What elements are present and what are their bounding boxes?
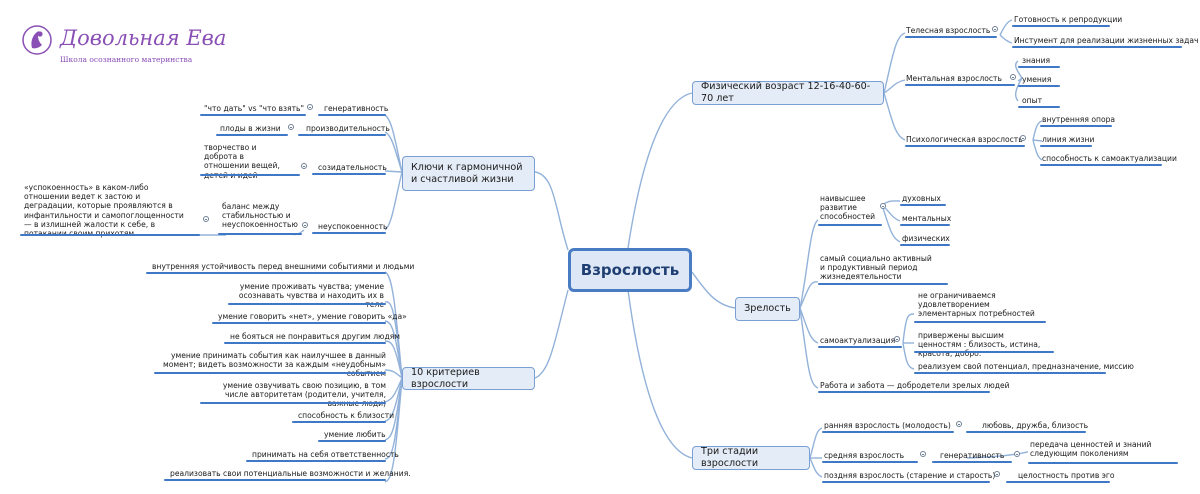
node-psych-adulthood[interactable]: Психологическая взрослость (906, 135, 1023, 144)
branch-maturity[interactable]: Зрелость (735, 297, 800, 321)
collapse-icon[interactable] (1014, 451, 1020, 457)
collapse-icon[interactable] (992, 26, 998, 32)
node-mental-adulthood[interactable]: Ментальная взрослость (906, 74, 1002, 83)
leaf-knowledge[interactable]: знания (1022, 56, 1051, 65)
leaf-skills[interactable]: умения (1022, 75, 1052, 84)
leaf-instrument[interactable]: Инстумент для реализации жизненных задач (1014, 36, 1199, 45)
leaf-life-line[interactable]: линия жизни (1042, 135, 1095, 144)
criterion-2[interactable]: умение проживать чувства; умение осознав… (238, 282, 384, 309)
branch-three-stages[interactable]: Три стадии взрослости (692, 446, 810, 470)
criterion-6[interactable]: умение озвучивать свою позицию, в том чи… (222, 381, 386, 408)
branch-maturity-label: Зрелость (744, 303, 791, 314)
collapse-icon[interactable] (203, 216, 209, 222)
branch-physical-age[interactable]: Физический возраст 12-16-40-60-70 лет (692, 81, 884, 105)
collapse-icon[interactable] (1020, 135, 1026, 141)
collapse-icon[interactable] (956, 421, 962, 427)
criterion-3[interactable]: умение говорить «нет», умение говорить «… (218, 312, 407, 321)
node-early-adulthood[interactable]: ранняя взрослость (молодость) (824, 421, 951, 430)
criterion-7[interactable]: способность к близости (298, 411, 395, 420)
collapse-icon[interactable] (880, 203, 886, 209)
leaf-balance[interactable]: баланс между стабильностью и неуспокоенн… (222, 202, 298, 230)
leaf-not-limited[interactable]: не ограничиваемся удовлетворением элемен… (918, 291, 1035, 319)
collapse-icon[interactable] (894, 336, 900, 342)
leaf-integrity[interactable]: целостность против эго (1018, 471, 1115, 480)
leaf-life-fruits[interactable]: плоды в жизни (220, 124, 281, 133)
collapse-icon[interactable] (994, 471, 1000, 477)
center-node[interactable]: Взрослость (568, 248, 692, 292)
collapse-icon[interactable] (302, 222, 308, 228)
collapse-icon[interactable] (301, 163, 307, 169)
criterion-5[interactable]: умение принимать события как наилучшее в… (163, 351, 386, 378)
collapse-icon[interactable] (288, 124, 294, 130)
node-active-period[interactable]: самый социально активный и продуктивный … (820, 254, 932, 282)
collapse-icon[interactable] (920, 451, 926, 457)
node-body-adulthood[interactable]: Телесная взрослость (906, 26, 991, 35)
branch-keys-label: Ключи к гармоничной и счастливой жизни (411, 161, 523, 185)
node-restlessness[interactable]: неуспокоенность (318, 222, 388, 231)
branch-criteria-label: 10 критериев взрослости (411, 366, 480, 390)
node-self-actualization[interactable]: самоактуализация (820, 336, 896, 345)
leaf-mental[interactable]: ментальных (902, 214, 952, 223)
note-complacency[interactable]: «успокоенность» в каком-либо отношении в… (24, 183, 184, 238)
criterion-8[interactable]: умение любить (324, 430, 386, 439)
branch-keys[interactable]: Ключи к гармоничной и счастливой жизни (402, 156, 535, 191)
leaf-love-friendship[interactable]: любовь, дружба, близость (982, 421, 1089, 430)
criterion-4[interactable]: не бояться не понравиться другим людям (230, 332, 400, 341)
branch-criteria[interactable]: 10 критериев взрослости (402, 367, 535, 390)
node-generativity[interactable]: генеративность (940, 451, 1005, 460)
branch-physical-age-label: Физический возраст 12-16-40-60-70 лет (701, 81, 871, 104)
leaf-inner-support[interactable]: внутренняя опора (1042, 115, 1116, 124)
leaf-self-actualization[interactable]: способность к самоактуализации (1042, 154, 1177, 163)
node-highest-development[interactable]: наивысшее развитие способностей (820, 194, 876, 222)
brand-name: Довольная Ева (60, 26, 227, 50)
leaf-experience[interactable]: опыт (1022, 96, 1043, 105)
criterion-1[interactable]: внутренняя устойчивость перед внешними с… (152, 262, 415, 271)
collapse-icon[interactable] (1010, 74, 1016, 80)
leaf-reproduction[interactable]: Готовность к репродукции (1014, 15, 1123, 24)
leaf-spiritual[interactable]: духовных (902, 194, 941, 203)
criterion-10[interactable]: реализовать свои потенциальные возможнос… (170, 469, 411, 478)
brand-tagline: Школа осознанного материнства (60, 55, 193, 64)
leaf-value-transfer[interactable]: передача ценностей и знаний следующим по… (1030, 440, 1152, 459)
node-work-care[interactable]: Работа и забота — добродетели зрелых люд… (820, 381, 1010, 390)
branch-three-stages-label: Три стадии взрослости (701, 446, 759, 469)
node-middle-adulthood[interactable]: средняя взрослость (824, 451, 905, 460)
leaf-physical[interactable]: физических (902, 234, 950, 243)
center-node-label: Взрослость (580, 261, 680, 279)
leaf-potential[interactable]: реализуем свой потенциал, предназначение… (918, 362, 1134, 371)
collapse-icon[interactable] (307, 104, 313, 110)
node-productivity[interactable]: производительность (306, 124, 390, 133)
brand-logo-icon (22, 25, 52, 55)
leaf-give-take[interactable]: "что дать" vs "что взять" (204, 104, 304, 113)
node-generativity-key[interactable]: генеративность (324, 104, 389, 113)
node-late-adulthood[interactable]: поздняя взрослость (старение и старость) (824, 471, 996, 480)
criterion-9[interactable]: принимать на себя ответственность (252, 450, 399, 459)
node-creativity[interactable]: созидательность (318, 163, 387, 172)
leaf-higher-values[interactable]: привержены высшим ценностям : близость, … (918, 331, 1041, 359)
